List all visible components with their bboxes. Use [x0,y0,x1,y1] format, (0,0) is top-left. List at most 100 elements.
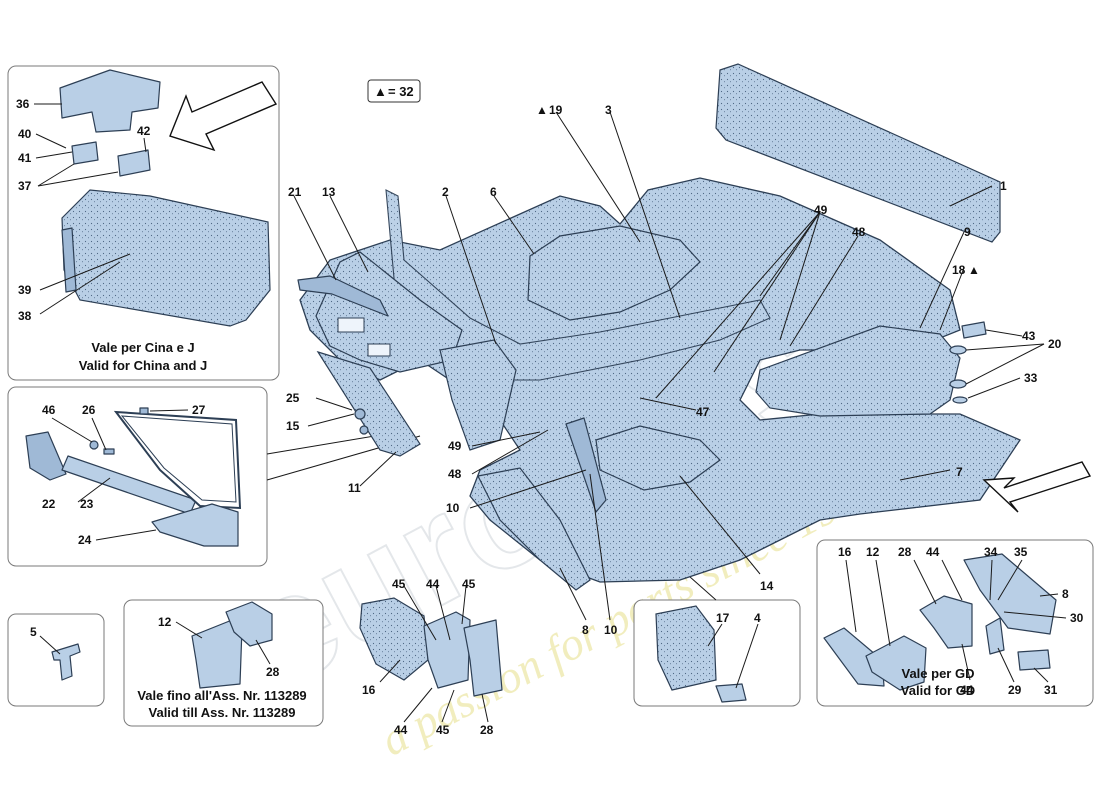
callout-26: 26 [82,403,96,417]
callout-28: 28 [480,723,494,737]
callout-45: 45 [392,577,406,591]
part-18-side-panel[interactable] [755,325,961,417]
part-20-grommet[interactable] [949,379,967,389]
part-13-left-side-panel[interactable] [315,251,463,373]
part-1-rear-panel[interactable] [715,63,1001,243]
callout-29: 29 [1008,683,1022,697]
part-8-trim[interactable] [963,553,1057,635]
callout-16: 16 [362,683,376,697]
part-14-floor-mat[interactable] [595,425,721,491]
callout-25: 25 [286,391,300,405]
cutout [367,343,391,357]
part-25-fastener-icon [359,425,369,435]
callout-35: 35 [1014,545,1028,559]
inset-fastener: 5 [7,613,105,707]
callout-43: 43 [1022,329,1036,343]
part-27-clip-icon [139,407,149,415]
part-37-plate[interactable] [117,149,151,177]
callout-11: 11 [348,481,361,495]
part-39-side-panel[interactable] [61,227,77,293]
legend-box: ▲ = 32 [367,79,421,103]
part-28-bracket[interactable] [463,619,503,697]
callout-49: 49 [814,203,828,217]
callout-48: 48 [852,225,866,239]
callout-8: 8 [582,623,589,637]
callout-10: 10 [604,623,618,637]
part-22-bracket[interactable] [25,431,67,481]
callout-33: 33 [1024,371,1038,385]
cutout [337,317,365,333]
callout-28: 28 [266,665,280,679]
part-15-grommet-icon [354,408,366,420]
part-12-bracket[interactable] [423,611,471,689]
part-20-grommet[interactable] [949,345,967,355]
inset-caption-it: Vale fino all'Ass. Nr. 113289 [137,688,306,703]
legend-marker: ▲ [374,84,387,99]
inset-till-assy: 12 28 Vale fino all'Ass. Nr. 113289 Vali… [123,599,324,727]
main-assembly [297,63,1092,697]
callouts-main: ▲ 19 3 1 6 2 21 13 49 48 9 18 ▲ 43 20 33… [286,103,1062,737]
callout-7: 7 [956,465,963,479]
leader-lines [293,111,1045,723]
callout-21: 21 [288,185,302,199]
legend-text: = 32 [388,84,414,99]
part-36-console-pad[interactable] [59,69,161,133]
inset-caption-en: Valid till Ass. Nr. 113289 [149,705,296,720]
callout-24: 24 [78,533,92,547]
part-16-pad[interactable] [359,597,429,681]
callout-19: 19 [549,103,563,117]
part-17-pad[interactable] [655,605,717,691]
inset-caption-it: Vale per Cina e J [91,340,194,355]
part-43-block[interactable] [961,321,987,339]
callout-28: 28 [898,545,912,559]
part-33-grommet[interactable] [952,396,968,404]
partition-inner-edge [120,415,237,503]
part-11-partition-cover[interactable] [316,350,421,457]
callout-31: 31 [1044,683,1058,697]
part-10-strip[interactable] [565,417,607,513]
callout-47: 47 [696,405,710,419]
part-8-trim[interactable] [477,467,591,591]
callout-6: 6 [490,185,497,199]
callout-23: 23 [80,497,94,511]
inset-caption-en: Valid for GD [901,683,975,698]
part-4-clip[interactable] [715,683,747,703]
callout-36: 36 [16,97,30,111]
callout-9: 9 [964,225,971,239]
direction-arrow-icon [982,461,1092,513]
triangle-marker-icon: ▲ [968,263,980,277]
callout-17: 17 [716,611,730,625]
part-28-bracket[interactable] [225,601,273,647]
inset-part-17: 17 4 [633,599,801,707]
callout-22: 22 [42,497,56,511]
inset-caption-en: Valid for China and J [79,358,208,373]
part-31-bracket[interactable] [1017,649,1051,671]
callout-37: 37 [18,179,32,193]
callout-46: 46 [42,403,56,417]
part-41-clip-plate[interactable] [71,141,99,165]
callout-39: 39 [18,283,32,297]
callout-2: 2 [442,185,449,199]
callout-18: 18 [952,263,966,277]
part-21-bracket[interactable] [297,275,389,317]
part-12-bracket[interactable] [865,635,927,691]
callout-1: 1 [1000,179,1007,193]
callout-12: 12 [158,615,172,629]
inset-caption-it: Vale per GD [902,666,975,681]
callout-34: 34 [984,545,998,559]
callout-41: 41 [18,151,32,165]
part-24-trim[interactable] [151,503,239,547]
part-28-bracket[interactable] [919,595,973,649]
callout-44: 44 [926,545,940,559]
inset-partition: 46 26 27 22 23 24 [7,386,268,567]
inset-gd: 16 12 28 44 34 35 8 30 29 31 44 Vale per… [816,539,1094,707]
direction-arrow-icon [169,81,278,152]
callout-40: 40 [18,127,32,141]
callout-10: 10 [446,501,460,515]
callout-13: 13 [322,185,336,199]
callout-27: 27 [192,403,206,417]
callout-49: 49 [448,439,462,453]
part-29-bracket[interactable] [985,617,1005,655]
